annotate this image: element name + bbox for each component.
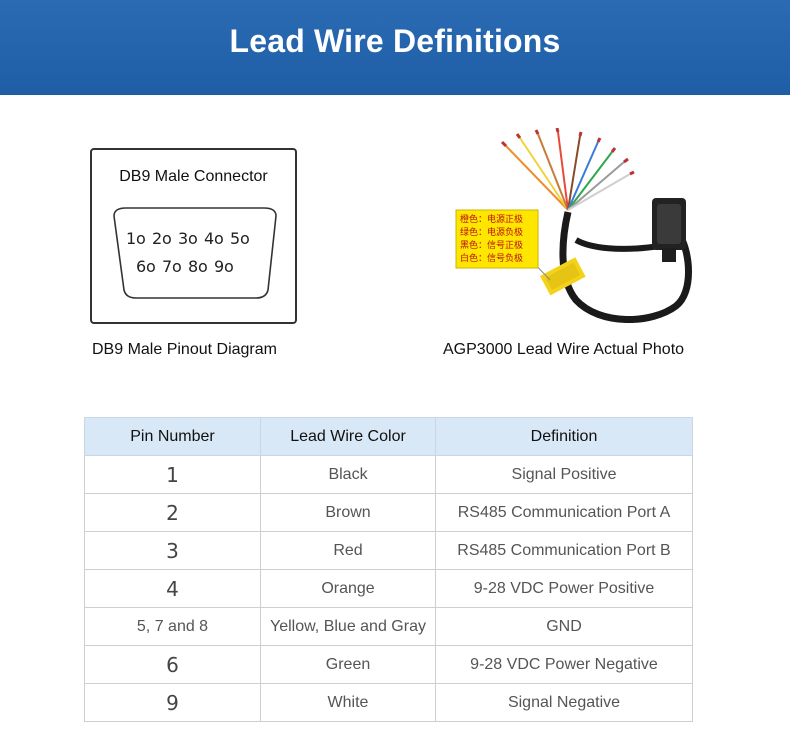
photo-label-line-3: 黑色：信号正极 (460, 239, 523, 251)
color-cell: White (260, 683, 436, 722)
lead-wire-table: Pin Number Lead Wire Color Definition 1 … (84, 417, 693, 722)
pin-cell: 6 (84, 645, 261, 684)
color-cell: Red (260, 531, 436, 570)
svg-text:o: o (188, 229, 198, 248)
definition-cell: RS485 Communication Port A (435, 493, 693, 532)
pin-cell: 2 (84, 493, 261, 532)
definition-cell: 9-28 VDC Power Positive (435, 569, 693, 608)
svg-text:7: 7 (162, 257, 172, 276)
pin-cell: 3 (84, 531, 261, 570)
db9-pin-3: 3 (178, 229, 188, 248)
svg-text:o: o (198, 257, 208, 276)
svg-text:o: o (240, 229, 250, 248)
header-definition: Definition (435, 417, 693, 456)
lead-wire-photo: 橙色：电源正极 绿色：电源负极 黑色：信号正极 白色：信号负极 (455, 128, 692, 323)
table-row: 4 Orange 9-28 VDC Power Positive (84, 569, 693, 608)
definition-cell: Signal Positive (435, 455, 693, 494)
svg-text:6: 6 (136, 257, 146, 276)
pin-cell: 1 (84, 455, 261, 494)
photo-label-line-1: 橙色：电源正极 (460, 213, 523, 225)
definition-cell: RS485 Communication Port B (435, 531, 693, 570)
color-cell: Brown (260, 493, 436, 532)
svg-text:o: o (136, 229, 146, 248)
color-cell: Orange (260, 569, 436, 608)
svg-text:9: 9 (214, 257, 224, 276)
svg-text:o: o (162, 229, 172, 248)
db9-pin-labels: 1 o 2 o 3 o 4 o 5 o 6 o 7 o 8 o 9 o (126, 229, 250, 276)
svg-text:o: o (172, 257, 182, 276)
svg-text:4: 4 (204, 229, 214, 248)
table-row: 9 White Signal Negative (84, 683, 693, 722)
svg-text:2: 2 (152, 229, 162, 248)
db9-pin-9: 9 (214, 257, 224, 276)
svg-text:o: o (146, 257, 156, 276)
color-cell: Green (260, 645, 436, 684)
db9-caption: DB9 Male Pinout Diagram (92, 341, 277, 358)
db9-pin-8: 8 (188, 257, 198, 276)
db9-connector-diagram: DB9 Male Connector 1 o 2 o 3 o 4 o 5 o 6… (90, 148, 297, 324)
color-cell: Yellow, Blue and Gray (260, 607, 436, 646)
db9-pin-6: 6 (136, 257, 146, 276)
db9-pin-4: 4 (204, 229, 214, 248)
pin-cell: 9 (84, 683, 261, 722)
definition-cell: 9-28 VDC Power Negative (435, 645, 693, 684)
table-header-row: Pin Number Lead Wire Color Definition (84, 417, 693, 456)
header-lead-wire-color: Lead Wire Color (260, 417, 436, 456)
table-row: 1 Black Signal Positive (84, 455, 693, 494)
table-row: 2 Brown RS485 Communication Port A (84, 493, 693, 532)
page-title: Lead Wire Definitions (229, 23, 561, 59)
db9-title: DB9 Male Connector (119, 168, 268, 185)
photo-label-line-4: 白色：信号负极 (460, 252, 523, 264)
color-cell: Black (260, 455, 436, 494)
svg-text:o: o (214, 229, 224, 248)
table-row: 3 Red RS485 Communication Port B (84, 531, 693, 570)
header-pin-number: Pin Number (84, 417, 261, 456)
definition-cell: GND (435, 607, 693, 646)
svg-text:o: o (224, 257, 234, 276)
svg-text:8: 8 (188, 257, 198, 276)
svg-text:5: 5 (230, 229, 240, 248)
db9-pin-1: 1 (126, 229, 136, 248)
pin-cell: 4 (84, 569, 261, 608)
db9-connector-outline (113, 207, 277, 299)
table-row: 5, 7 and 8 Yellow, Blue and Gray GND (84, 607, 693, 646)
page-header: Lead Wire Definitions (0, 0, 790, 95)
photo-caption: AGP3000 Lead Wire Actual Photo (443, 341, 685, 358)
table-row: 6 Green 9-28 VDC Power Negative (84, 645, 693, 684)
svg-text:3: 3 (178, 229, 188, 248)
db9-pin-2: 2 (152, 229, 162, 248)
db9-pin-5: 5 (230, 229, 240, 248)
svg-text:1: 1 (126, 229, 136, 248)
photo-label-line-2: 绿色：电源负极 (460, 226, 523, 238)
db9-pin-7: 7 (162, 257, 172, 276)
pin-cell: 5, 7 and 8 (84, 607, 261, 646)
definition-cell: Signal Negative (435, 683, 693, 722)
